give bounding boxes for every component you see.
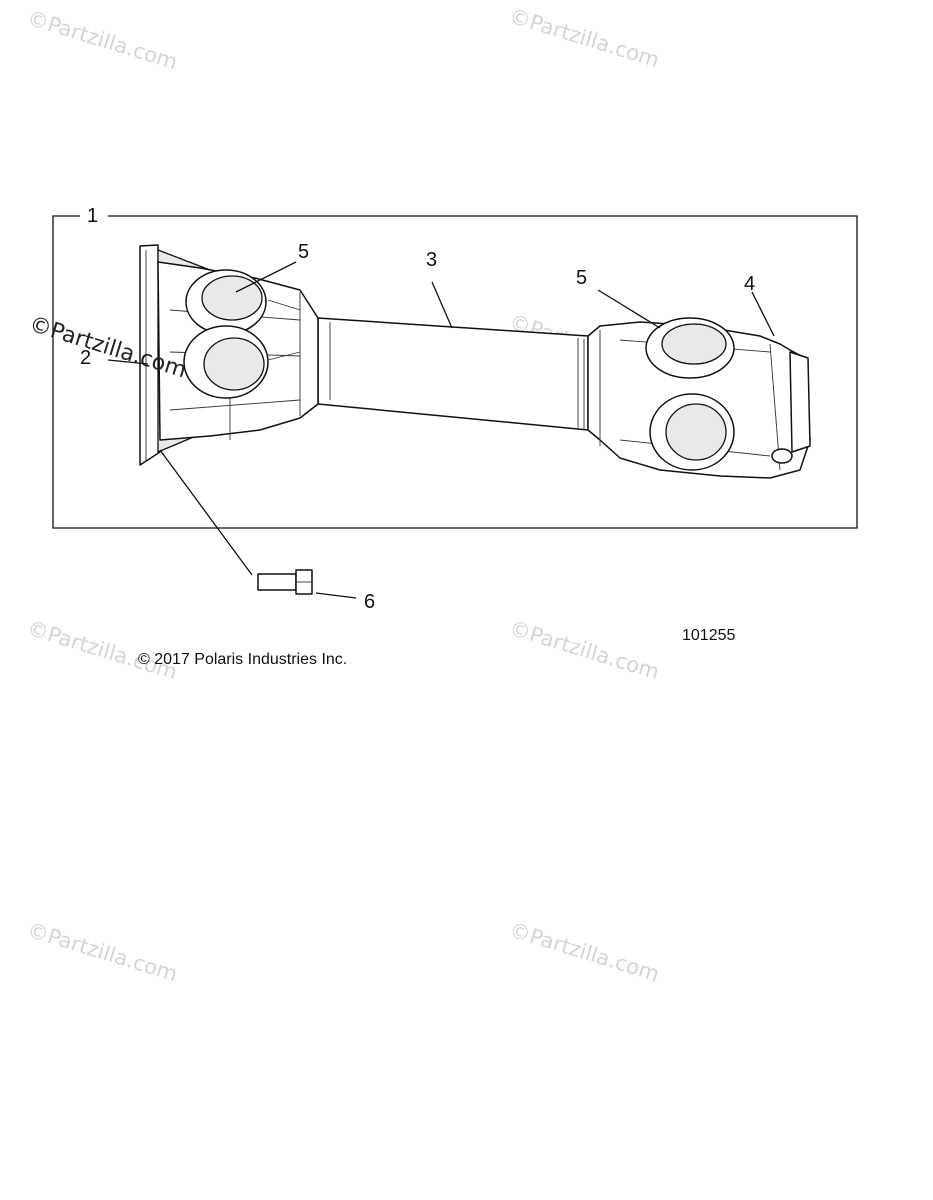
driveshaft-tube: [317, 317, 589, 431]
watermark-text: ©Partzilla.com: [507, 918, 663, 986]
right-bearing-caps: [645, 317, 735, 471]
callout-3: 3: [426, 249, 437, 271]
leader-lines: [107, 261, 775, 599]
copyright-notice: © 2017 Polaris Industries Inc.: [138, 651, 347, 668]
watermarks: ©Partzilla.com ©Partzilla.com ©Partzilla…: [25, 4, 663, 986]
left-bearing-caps: [183, 269, 301, 399]
watermark-text: ©Partzilla.com: [507, 4, 663, 72]
assembly-frame: [52, 215, 858, 529]
callout-4: 4: [744, 273, 755, 295]
callout-2: 2: [80, 347, 91, 369]
callout-5: 5: [298, 241, 309, 263]
watermark-text: ©Partzilla.com: [25, 6, 181, 74]
watermark-text: ©Partzilla.com: [25, 918, 181, 986]
bolt: [257, 569, 313, 595]
watermark-text: ©Partzilla.com: [507, 616, 663, 684]
callout-6: 6: [364, 591, 375, 613]
figure-number: 101255: [682, 627, 735, 644]
callout-1: 1: [87, 205, 98, 227]
callout-5: 5: [576, 267, 587, 289]
